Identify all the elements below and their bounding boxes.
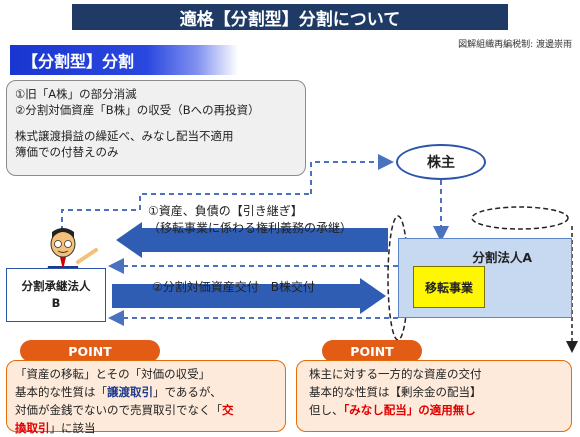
asset-transfer-label: ①資産、負債の【引き継ぎ】 （移転事業に係わる権利義務の承継） (148, 203, 352, 237)
source-caption: 図解組織再編税制: 渡邊崇雨 (458, 40, 572, 50)
point-left-line-2: 基本的な性質は「譲渡取引」であるが、 (15, 385, 222, 399)
asset-transfer-line-1: ①資産、負債の【引き継ぎ】 (148, 204, 303, 218)
summary-line-4: 簿価での付替えのみ (15, 145, 119, 159)
company-b-box: 分割承継法人 B (6, 268, 106, 322)
point-right-line-2: 基本的な性質は【剰余金の配当】 (309, 385, 482, 399)
summary-line-2: ②分割対価資産「B株」の収受（Bへの再投資） (15, 103, 260, 117)
company-b-line-2: B (51, 296, 61, 310)
page-title: 適格【分割型】分割について (72, 4, 508, 30)
point-left-line-3: 対価が金銭でないので売買取引でなく「交 (15, 403, 234, 417)
asset-transfer-line-2: （移転事業に係わる権利義務の承継） (148, 221, 353, 235)
share-dashed-oval-top (471, 206, 569, 230)
consideration-arrow (112, 278, 386, 314)
point-right-line-3: 但し、「みなし配当」の適用無し (309, 403, 476, 417)
point-badge-right: POINT (322, 340, 422, 362)
asset-transfer-arrow (116, 222, 388, 258)
to-shareholder-dashed-arrow (310, 154, 394, 194)
section-label: 【分割型】分割 (10, 45, 238, 75)
point-box-left: 「資産の移転」とその「対価の収受」 基本的な性質は「譲渡取引」であるが、 対価が… (6, 360, 286, 435)
company-b-line-1: 分割承継法人 (21, 279, 91, 293)
point-box-right: 株主に対する一方的な資産の交付 基本的な性質は【剰余金の配当】 但し、「みなし配… (296, 360, 572, 432)
company-a-label: 分割法人A (472, 250, 532, 265)
point-right-line-1: 株主に対する一方的な資産の交付 (309, 367, 482, 381)
summary-line-1: ①旧「A株」の部分消滅 (15, 87, 137, 101)
person-to-shareholder-dashed-arrow (61, 193, 311, 240)
deemed-dividend-highlight: 「みなし配当」の適用無し (343, 403, 476, 417)
point-left-line-4: 換取引」に該当 (15, 421, 96, 435)
consideration-label: ②分割対価資産交付 B株交付 (152, 280, 315, 294)
point-badge-left: POINT (20, 340, 160, 362)
point-left-line-1: 「資産の移転」とその「対価の収受」 (15, 367, 211, 381)
summary-line-3: 株式譲渡損益の繰延べ、みなし配当不適用 (15, 129, 234, 143)
shareholder-node: 株主 (396, 144, 486, 180)
summary-box: ①旧「A株」の部分消滅 ②分割対価資産「B株」の収受（Bへの再投資） 株式譲渡損… (6, 80, 306, 176)
exchange-transaction-highlight: 換取引 (15, 421, 50, 435)
transfer-transaction-highlight: 譲渡取引 (107, 385, 153, 399)
transferred-business-box: 移転事業 (413, 266, 485, 308)
